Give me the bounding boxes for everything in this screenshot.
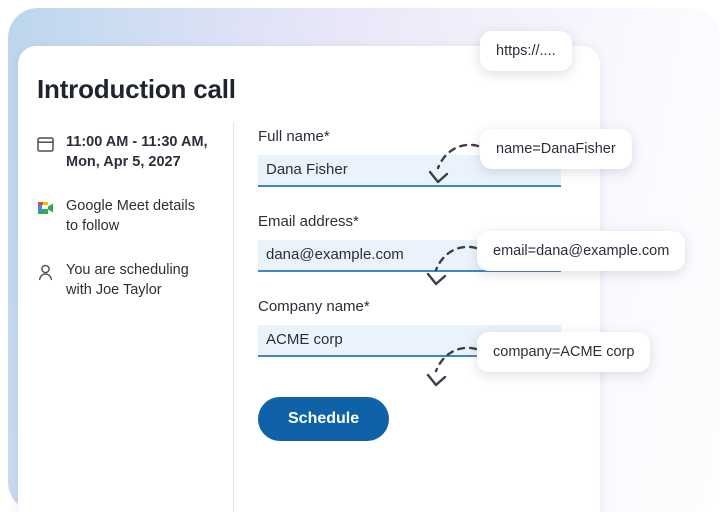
scheduling-card: Introduction call 11:00 AM - 11:30 AM, M…: [18, 46, 600, 512]
conferencing-line-1: Google Meet details: [66, 198, 195, 214]
calendar-icon: [34, 133, 56, 155]
booking-form: Full name* Email address* Company name* …: [258, 128, 578, 441]
host-line-1: You are scheduling: [66, 262, 189, 278]
callout-url: https://....: [480, 31, 572, 71]
full-name-label: Full name*: [258, 128, 330, 145]
email-address-label: Email address*: [258, 213, 359, 230]
event-details-column: 11:00 AM - 11:30 AM, Mon, Apr 5, 2027: [34, 132, 226, 324]
detail-conferencing-text: Google Meet details to follow: [66, 196, 195, 236]
schedule-button[interactable]: Schedule: [258, 397, 390, 441]
callout-company-param: company=ACME corp: [477, 332, 651, 372]
page-title: Introduction call: [37, 74, 236, 104]
detail-row-conferencing: Google Meet details to follow: [34, 196, 226, 236]
detail-row-host: You are scheduling with Joe Taylor: [34, 260, 226, 300]
full-name-input[interactable]: [258, 155, 561, 187]
conferencing-line-2: to follow: [66, 218, 120, 234]
host-line-2: with Joe Taylor: [66, 282, 162, 298]
column-divider: [233, 122, 234, 512]
company-name-label: Company name*: [258, 298, 370, 315]
detail-host-text: You are scheduling with Joe Taylor: [66, 260, 189, 300]
callout-email-param: email=dana@example.com: [477, 231, 686, 271]
detail-row-datetime: 11:00 AM - 11:30 AM, Mon, Apr 5, 2027: [34, 132, 226, 172]
person-icon: [34, 261, 56, 283]
detail-datetime-text: 11:00 AM - 11:30 AM, Mon, Apr 5, 2027: [66, 132, 208, 172]
google-meet-icon: [34, 197, 56, 219]
callout-name-param: name=DanaFisher: [480, 129, 632, 169]
field-full-name: Full name*: [258, 128, 578, 187]
datetime-line-1: 11:00 AM - 11:30 AM,: [66, 134, 208, 150]
datetime-line-2: Mon, Apr 5, 2027: [66, 154, 181, 170]
